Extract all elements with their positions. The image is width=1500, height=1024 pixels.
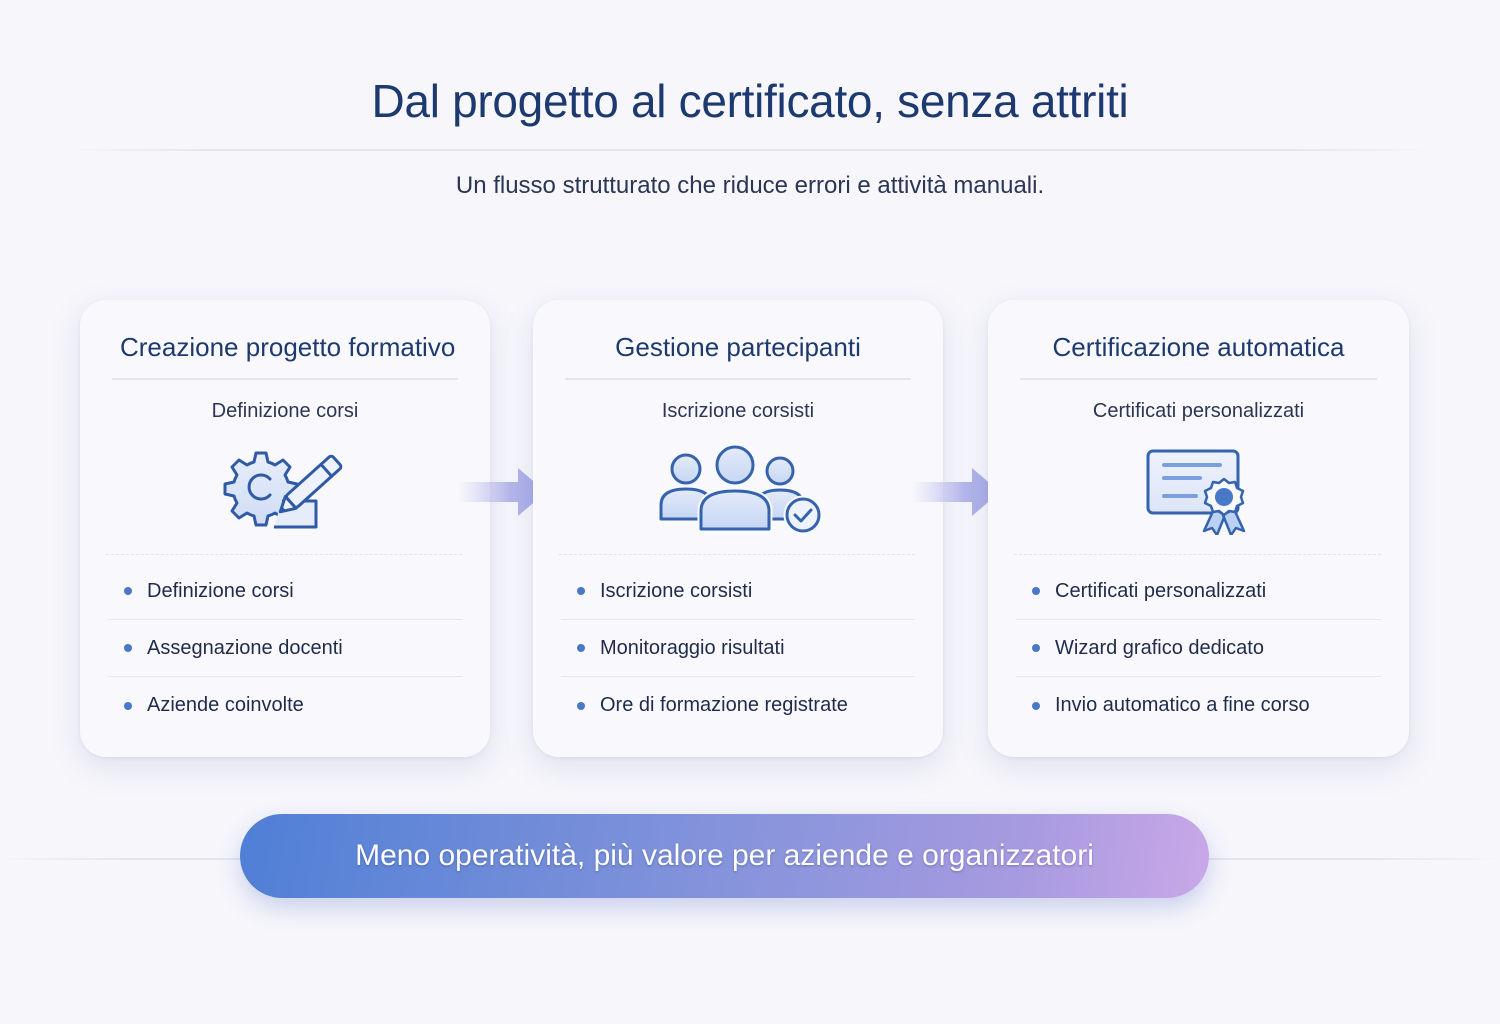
card-divider — [112, 378, 458, 380]
card-divider — [565, 378, 911, 380]
list-item: Ore di formazione registrate — [561, 677, 915, 734]
title-divider — [70, 149, 1430, 151]
card-title: Certificazione automatica — [1052, 332, 1345, 362]
card-dashed-divider — [559, 554, 915, 555]
card-subtitle: Definizione corsi — [211, 400, 359, 422]
list-item: Wizard grafico dedicato — [1016, 620, 1381, 677]
page-subtitle: Un flusso strutturato che riduce errori … — [455, 172, 1045, 199]
users-check-icon — [533, 445, 943, 535]
card-title: Creazione progetto formativo — [120, 332, 456, 362]
card-subtitle: Certificati personalizzati — [1092, 400, 1305, 422]
bullet-icon — [577, 587, 585, 595]
feature-list: Certificati personalizzati Wizard grafic… — [1016, 563, 1381, 734]
list-item: Definizione corsi — [108, 563, 462, 620]
list-item: Certificati personalizzati — [1016, 563, 1381, 620]
card-title: Gestione partecipanti — [615, 332, 861, 362]
list-item: Invio automatico a fine corso — [1016, 677, 1381, 734]
card-subtitle: Iscrizione corsisti — [661, 400, 815, 422]
card-dashed-divider — [1014, 554, 1381, 555]
card-dashed-divider — [106, 554, 462, 555]
bullet-icon — [577, 701, 585, 710]
step-card-gestione: Gestione partecipanti Iscrizione corsist… — [533, 300, 943, 757]
bullet-icon — [124, 701, 132, 710]
bullet-icon — [1032, 644, 1040, 652]
list-item: Assegnazione docenti — [108, 620, 462, 677]
bullet-icon — [124, 644, 132, 652]
gear-pencil-icon — [80, 445, 490, 535]
card-divider — [1020, 378, 1377, 380]
banner-text: Meno operatività, più valore per aziende… — [355, 839, 1094, 872]
page-title: Dal progetto al certificato, senza attri… — [371, 75, 1129, 127]
arrow-right-icon — [456, 468, 546, 516]
certificate-badge-icon — [988, 445, 1409, 535]
bullet-icon — [124, 587, 132, 595]
step-card-creazione: Creazione progetto formativo Definizione… — [80, 300, 490, 757]
arrow-right-icon — [910, 468, 1000, 516]
step-card-certificazione: Certificazione automatica Certificati pe… — [988, 300, 1409, 757]
bullet-icon — [577, 644, 585, 652]
list-item: Aziende coinvolte — [108, 677, 462, 734]
value-banner: Meno operatività, più valore per aziende… — [240, 814, 1209, 898]
list-item: Monitoraggio risultati — [561, 620, 915, 677]
bullet-icon — [1032, 701, 1040, 710]
bullet-icon — [1032, 587, 1040, 595]
list-item: Iscrizione corsisti — [561, 563, 915, 620]
feature-list: Iscrizione corsisti Monitoraggio risulta… — [561, 563, 915, 734]
feature-list: Definizione corsi Assegnazione docenti A… — [108, 563, 462, 734]
